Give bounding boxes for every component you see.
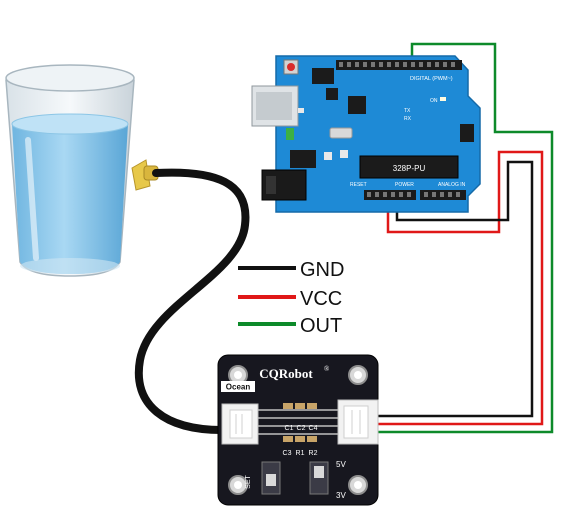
- power-pin: [407, 192, 411, 197]
- c2-label: C2: [297, 425, 306, 432]
- water-glass: [5, 64, 135, 277]
- c4-label: C4: [309, 425, 318, 432]
- power-pin: [375, 192, 379, 197]
- digital-pin: [451, 62, 455, 67]
- analog-pin: [456, 192, 460, 197]
- digital-pin: [435, 62, 439, 67]
- wire-out: [378, 42, 554, 434]
- atmega-chip: [359, 155, 459, 179]
- smd-component: [283, 436, 293, 442]
- digital-pin: [339, 62, 343, 67]
- left-connector: [221, 403, 259, 445]
- 3v-label: 3V: [336, 491, 346, 500]
- smd-component: [307, 436, 317, 442]
- digital-pin: [355, 62, 359, 67]
- ocean-tag: Ocean: [226, 383, 251, 392]
- sensor-board: CQRobot ® Ocean C1 C2 C4 C3 R1 R2: [217, 354, 379, 506]
- power-pin: [391, 192, 395, 197]
- digital-pin: [387, 62, 391, 67]
- digital-pin: [347, 62, 351, 67]
- voltage-switch: [309, 461, 329, 495]
- digital-pin: [371, 62, 375, 67]
- digital-pin: [443, 62, 447, 67]
- set-switch: [261, 461, 281, 495]
- analog-pin: [432, 192, 436, 197]
- power-pin: [383, 192, 387, 197]
- digital-pin: [395, 62, 399, 67]
- legend-out-label: OUT: [300, 315, 342, 337]
- chip-label: 328P-PU: [393, 164, 426, 173]
- svg-text:®: ®: [324, 365, 330, 373]
- power-label: POWER: [395, 182, 414, 188]
- legend-gnd-label: GND: [300, 259, 344, 281]
- arduino-board: DIGITAL (PWM~) TX RX ON 328P-PU POWER AN…: [251, 55, 481, 213]
- right-connector: [337, 399, 379, 445]
- wire-vcc: [378, 150, 544, 426]
- digital-pin: [379, 62, 383, 67]
- water-surface: [11, 113, 129, 135]
- power-pin: [399, 192, 403, 197]
- 5v-label: 5V: [336, 460, 346, 469]
- legend-vcc-label: VCC: [300, 288, 342, 310]
- svg-text:RESET: RESET: [350, 182, 367, 188]
- brand-logo: CQRobot: [259, 366, 313, 381]
- digital-pin: [403, 62, 407, 67]
- r1-label: R1: [296, 450, 305, 457]
- smd-component: [307, 403, 317, 409]
- legend: GND VCC OUT: [238, 259, 344, 337]
- analog-pin: [424, 192, 428, 197]
- digital-pin: [411, 62, 415, 67]
- power-header: [364, 190, 466, 200]
- analog-pin: [448, 192, 452, 197]
- analog-pin: [440, 192, 444, 197]
- power-pin: [367, 192, 371, 197]
- wire-gnd: [378, 160, 534, 418]
- digital-pin: [427, 62, 431, 67]
- svg-text:RX: RX: [404, 116, 412, 122]
- c3-label: C3: [283, 450, 292, 457]
- smd-component: [283, 403, 293, 409]
- probe-cable: [134, 168, 250, 434]
- smd-component: [295, 436, 305, 442]
- analog-label: ANALOG IN: [438, 182, 466, 188]
- r2-label: R2: [309, 450, 318, 457]
- digital-pin: [363, 62, 367, 67]
- svg-text:TX: TX: [404, 108, 411, 114]
- digital-label: DIGITAL (PWM~): [410, 76, 453, 82]
- c1-label: C1: [285, 425, 294, 432]
- water: [12, 124, 128, 274]
- svg-text:ON: ON: [430, 98, 438, 104]
- smd-component: [295, 403, 305, 409]
- set-label: SET: [245, 474, 252, 488]
- digital-header: [336, 60, 462, 70]
- digital-pin: [419, 62, 423, 67]
